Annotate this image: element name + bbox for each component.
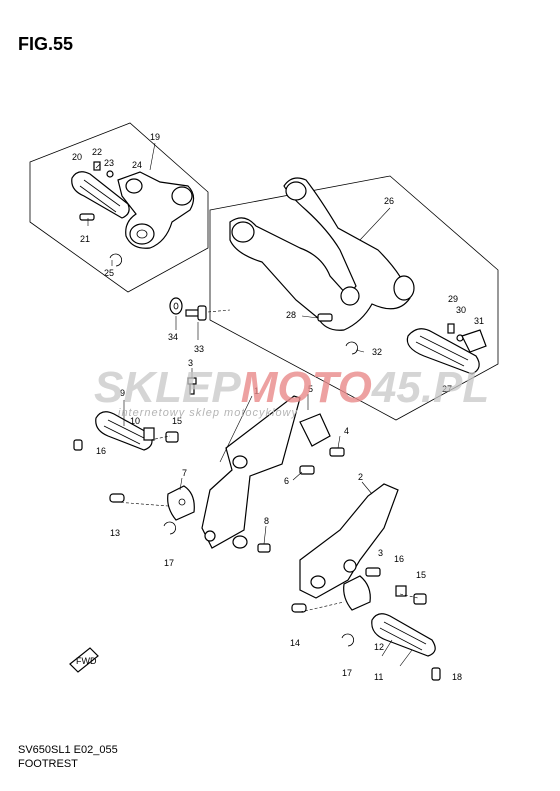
- callout-29: 29: [448, 294, 458, 304]
- model-code: SV650SL1 E02_055: [18, 744, 118, 756]
- passenger-footrest-bracket-24: [117, 171, 195, 249]
- callout-22: 22: [92, 147, 102, 157]
- callout-5: 5: [308, 384, 313, 394]
- front-left-bracket-1: [201, 395, 301, 549]
- callout-3: 3: [188, 358, 193, 368]
- front-left-spring-10: [143, 427, 155, 441]
- callout-3b: 3: [378, 548, 383, 558]
- rear-bracket-set-box: [209, 175, 499, 421]
- callout-12: 12: [374, 642, 384, 652]
- callout-11: 11: [374, 672, 383, 682]
- passenger-ball-23: [106, 170, 114, 178]
- rear-plate-31: [461, 329, 487, 353]
- bolt-6: [299, 465, 315, 475]
- callout-23: 23: [104, 158, 114, 168]
- passenger-spring-22: [93, 161, 101, 171]
- callout-28: 28: [286, 310, 296, 320]
- bolt-3-upper: [187, 377, 197, 395]
- callout-34: 34: [168, 332, 178, 342]
- rear-footrest-bracket-26: [229, 177, 415, 331]
- section-name: FOOTREST: [18, 758, 78, 770]
- callout-8: 8: [264, 516, 269, 526]
- figure-title: FIG.55: [18, 34, 74, 54]
- callout-30: 30: [456, 305, 466, 315]
- rear-footrest-peg-27: [406, 328, 480, 375]
- forward-direction-arrow: FWD: [69, 647, 99, 673]
- svg-text:SKLEPMOTO45.PL: SKLEPMOTO45.PL: [94, 363, 489, 412]
- passenger-footrest-set-box: [29, 122, 209, 293]
- callout-10: 10: [130, 416, 140, 426]
- callout-24: 24: [132, 160, 142, 170]
- front-right-collar-15: [413, 593, 427, 605]
- passenger-clip-25: [109, 253, 122, 267]
- callout-31: 31: [474, 316, 484, 326]
- rear-spring-29: [447, 323, 455, 334]
- bracket-5: [299, 413, 331, 447]
- bolt-8: [257, 543, 271, 553]
- front-right-bracket-2: [299, 483, 399, 599]
- svg-text:internetowy sklep motocyklowy: internetowy sklep motocyklowy: [118, 407, 299, 419]
- callout-25: 25: [104, 268, 114, 278]
- callout-20: 20: [72, 152, 82, 162]
- front-right-spring-16: [395, 585, 407, 597]
- front-right-pin-14: [291, 603, 307, 613]
- bolt-33: [185, 305, 207, 321]
- callout-9: 9: [120, 388, 125, 398]
- front-left-pin-13: [109, 493, 125, 503]
- front-left-footrest-peg-9: [95, 411, 153, 451]
- front-right-clip-17: [341, 633, 354, 647]
- callout-4: 4: [344, 426, 349, 436]
- callout-16: 16: [96, 446, 106, 456]
- callout-19: 19: [150, 132, 160, 142]
- front-right-footrest-peg-12: [371, 613, 436, 657]
- callout-21: 21: [80, 234, 90, 244]
- callout-18: 18: [452, 672, 462, 682]
- callout-2: 2: [358, 472, 363, 482]
- front-left-clip-17: [163, 521, 176, 535]
- watermark: SKLEPMOTO45.PL internetowy sklep motocyk…: [94, 363, 489, 419]
- passenger-footrest-peg-20: [71, 171, 130, 219]
- front-right-damper-18: [431, 667, 441, 681]
- callout-33: 33: [194, 344, 204, 354]
- callout-26: 26: [384, 196, 394, 206]
- callout-14: 14: [290, 638, 300, 648]
- front-left-damper-16: [73, 439, 83, 451]
- callout-32: 32: [372, 347, 382, 357]
- callout-16b: 16: [394, 554, 404, 564]
- callout-numbers: 1 2 3 3 4 5 6 7 8 9 10 11 12 13 14 15 15…: [72, 132, 484, 682]
- svg-text:FWD: FWD: [76, 656, 97, 666]
- front-left-collar-15: [165, 431, 179, 443]
- callout-7: 7: [182, 468, 187, 478]
- callout-13: 13: [110, 528, 120, 538]
- leader-lines: [87, 142, 419, 667]
- callout-17: 17: [164, 558, 174, 568]
- callout-6: 6: [284, 476, 289, 486]
- rear-bolt-28: [317, 313, 333, 322]
- passenger-pin-21: [79, 213, 95, 221]
- callout-15: 15: [172, 416, 182, 426]
- callout-1: 1: [254, 386, 259, 396]
- front-left-shaft-7: [167, 485, 195, 521]
- callout-17b: 17: [342, 668, 352, 678]
- rear-clip-32: [345, 341, 358, 355]
- bolt-4: [329, 447, 345, 457]
- front-right-shaft: [343, 575, 371, 611]
- callout-27: 27: [442, 384, 452, 394]
- callout-15b: 15: [416, 570, 426, 580]
- bolt-3-lower: [365, 567, 381, 577]
- washer-34: [169, 297, 183, 315]
